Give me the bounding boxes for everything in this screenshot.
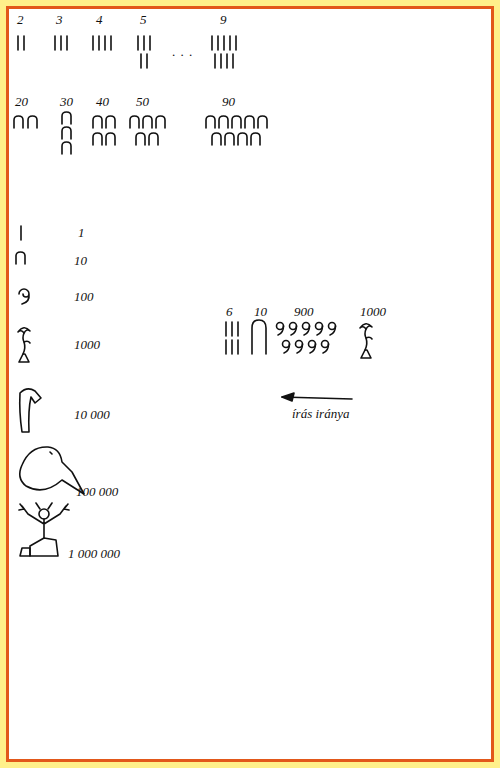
number-label: 20 [15,94,28,109]
number-label: 50 [136,94,149,109]
number-label: 9 [220,12,227,27]
ellipsis: . . . [172,44,193,59]
number-label: 10 [74,253,87,268]
page-frame [6,6,494,762]
number-label: 100 [74,289,94,304]
number-label: 4 [96,12,103,27]
number-label: 1000 [74,337,100,352]
number-label: 10 000 [74,407,110,422]
direction-note: írás iránya [292,406,349,421]
number-label: 100 000 [76,484,118,499]
number-label: 900 [294,304,314,319]
number-label: 40 [96,94,109,109]
number-label: 1 [78,225,85,240]
number-label: 30 [60,94,73,109]
number-label: 6 [226,304,233,319]
number-label: 90 [222,94,235,109]
number-label: 1 000 000 [68,546,120,561]
number-label: 1000 [360,304,386,319]
number-label: 10 [254,304,267,319]
number-label: 2 [17,12,24,27]
number-label: 5 [140,12,147,27]
number-label: 3 [56,12,63,27]
